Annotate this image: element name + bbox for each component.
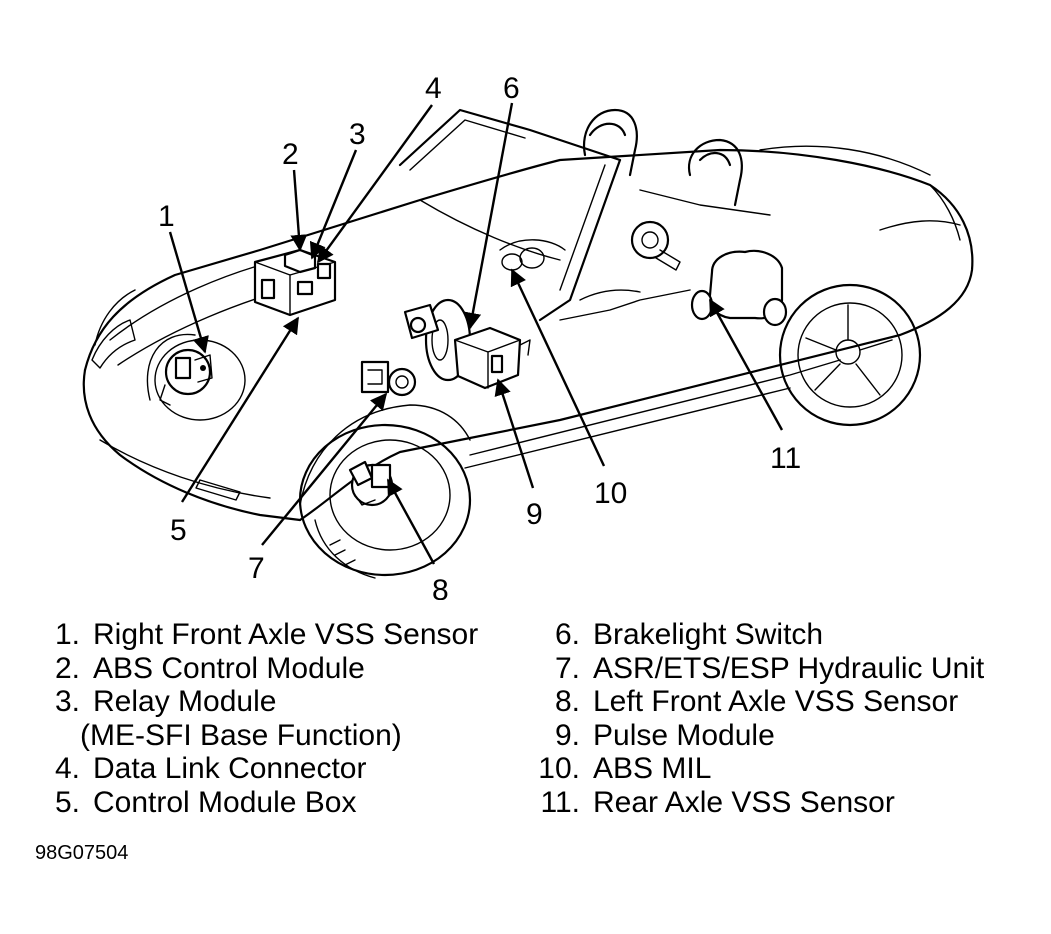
legend-label: Left Front Axle VSS Sensor xyxy=(593,685,959,718)
legend-item: 6. Brakelight Switch xyxy=(532,618,1032,652)
legend-left-column: 1. Right Front Axle VSS Sensor 2. ABS Co… xyxy=(34,618,514,819)
car-body xyxy=(82,108,974,579)
legend-item: 3. Relay Module xyxy=(34,685,514,719)
callout-7: 7 xyxy=(248,552,265,585)
callout-1: 1 xyxy=(158,200,175,233)
legend-item: 1. Right Front Axle VSS Sensor xyxy=(34,618,514,652)
leader-2 xyxy=(290,169,308,252)
callout-10: 10 xyxy=(594,477,627,510)
callout-11: 11 xyxy=(770,442,801,475)
legend-item: 5. Control Module Box xyxy=(34,786,514,820)
callout-3: 3 xyxy=(349,118,366,151)
legend-number: 3. xyxy=(54,685,80,718)
leader-10 xyxy=(510,268,606,467)
legend-item: 4. Data Link Connector xyxy=(34,752,514,786)
legend-item: 8. Left Front Axle VSS Sensor xyxy=(532,685,1032,719)
legend-label: Right Front Axle VSS Sensor xyxy=(93,618,479,651)
car-line-drawing: 1 2 3 4 5 6 7 8 9 10 11 xyxy=(82,72,974,600)
callout-8: 8 xyxy=(432,574,449,600)
hydraulic-unit xyxy=(453,326,531,390)
right-front-vss-sensor xyxy=(159,348,213,406)
callout-4: 4 xyxy=(425,72,442,105)
callout-5: 5 xyxy=(170,514,187,547)
legend-item: 11. Rear Axle VSS Sensor xyxy=(532,786,1032,820)
leader-5 xyxy=(180,316,300,503)
legend-item: 7. ASR/ETS/ESP Hydraulic Unit xyxy=(532,652,1032,686)
legend-number: 11. xyxy=(540,785,580,819)
legend-label: Pulse Module xyxy=(593,718,775,752)
callout-6: 6 xyxy=(503,72,520,105)
legend-label: Control Module Box xyxy=(93,785,357,819)
legend-label: Relay Module xyxy=(93,685,277,718)
data-link-connector xyxy=(360,360,417,397)
legend-item: 2. ABS Control Module xyxy=(34,652,514,686)
leader-11 xyxy=(708,298,784,431)
leader-7 xyxy=(261,392,388,546)
callout-2: 2 xyxy=(282,138,299,171)
legend-number: 9. xyxy=(554,718,580,752)
leader-8 xyxy=(386,478,436,565)
legend-label: ASR/ETS/ESP Hydraulic Unit xyxy=(593,651,985,685)
legend-number: 10. xyxy=(538,752,580,785)
instrument-cluster xyxy=(499,239,566,271)
component-location-diagram: 1 2 3 4 5 6 7 8 9 10 11 xyxy=(82,72,974,600)
legend-label-continuation: (ME-SFI Base Function) xyxy=(80,718,402,752)
figure-code: 98G07504 xyxy=(35,842,129,864)
legend-number: 2. xyxy=(54,651,80,685)
leader-1 xyxy=(168,231,209,354)
legend-label: ABS Control Module xyxy=(93,651,365,685)
legend-number: 6. xyxy=(554,618,580,651)
legend-label: Rear Axle VSS Sensor xyxy=(593,785,895,819)
legend-label: Data Link Connector xyxy=(93,752,367,785)
legend-number: 7. xyxy=(554,651,580,685)
legend-number: 8. xyxy=(554,685,580,718)
legend-number: 5. xyxy=(54,785,80,819)
callout-9: 9 xyxy=(526,498,543,531)
control-module-box xyxy=(253,248,337,317)
legend-label: ABS MIL xyxy=(593,752,712,785)
steering-column xyxy=(630,220,681,271)
legend-item: 10. ABS MIL xyxy=(532,752,1032,786)
rear-axle-differential xyxy=(690,249,788,327)
legend-right-column: 6. Brakelight Switch 7. ASR/ETS/ESP Hydr… xyxy=(532,618,1032,819)
leader-4 xyxy=(317,104,433,264)
legend-item: 9. Pulse Module xyxy=(532,719,1032,753)
leader-6 xyxy=(464,102,514,330)
left-front-vss-sensor xyxy=(348,460,394,507)
legend-number: 4. xyxy=(54,752,80,785)
leader-lines xyxy=(168,102,784,565)
leader-3 xyxy=(309,149,358,260)
callout-numbers: 1 2 3 4 5 6 7 8 9 10 11 xyxy=(158,72,801,600)
leader-9 xyxy=(494,378,535,489)
legend-label: Brakelight Switch xyxy=(593,618,824,651)
legend-number: 1. xyxy=(54,618,80,651)
